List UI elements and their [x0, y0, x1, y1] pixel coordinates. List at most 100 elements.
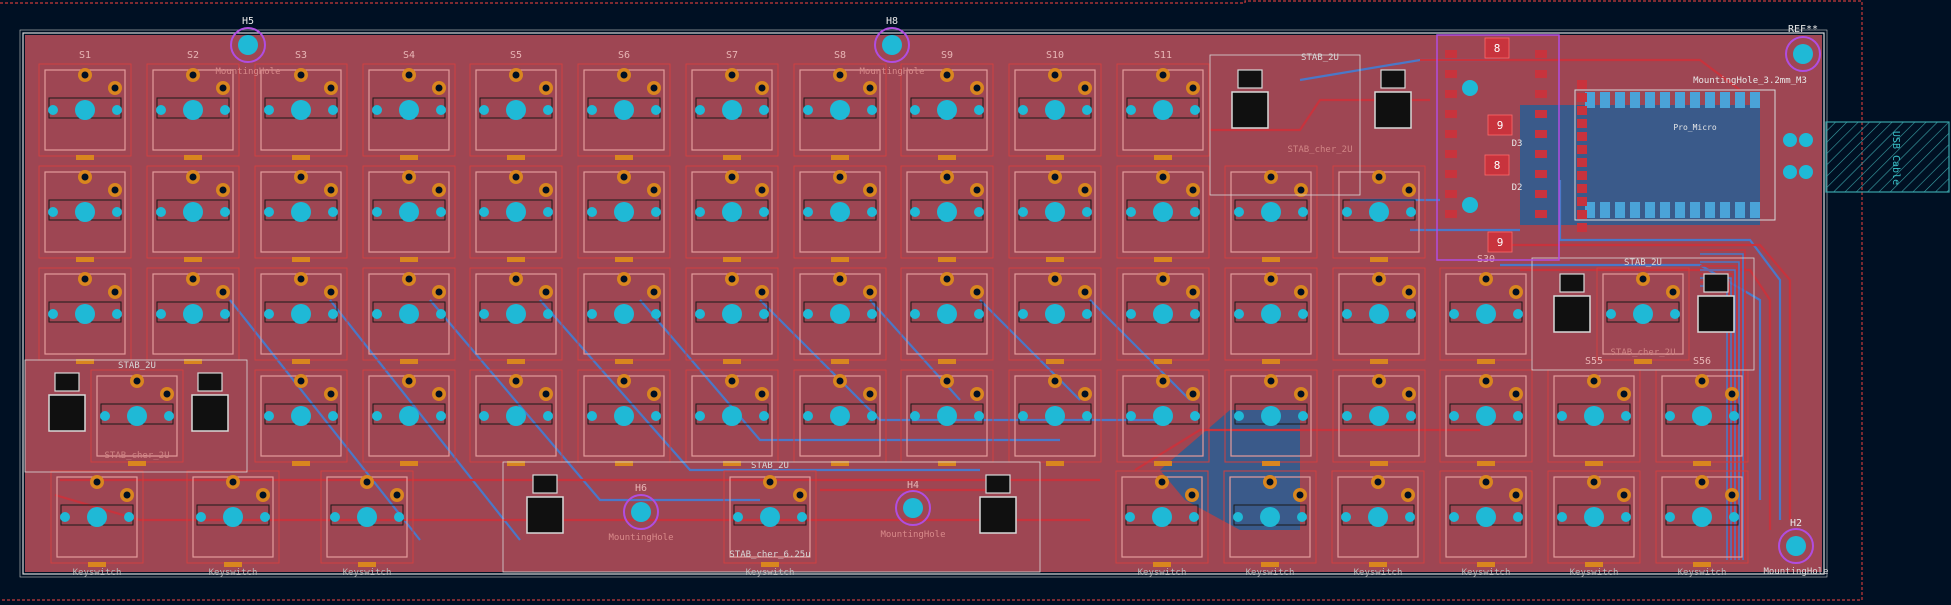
stabilizer-cutout[interactable]	[526, 474, 564, 534]
keyswitch-footprint[interactable]: S5	[469, 50, 563, 160]
keyswitch-footprint[interactable]	[1116, 267, 1210, 364]
stabilizer-cutout[interactable]	[1553, 273, 1591, 333]
keyswitch-footprint[interactable]	[1116, 165, 1210, 262]
keyswitch-footprint[interactable]: S11	[1116, 50, 1210, 160]
keyswitch-footprint[interactable]: S2	[146, 50, 240, 160]
diode-pad	[400, 359, 418, 364]
switch-peg-right	[1189, 512, 1199, 522]
keyswitch-footprint[interactable]: Keyswitch	[1115, 470, 1209, 578]
keyswitch-footprint[interactable]: Keyswitch	[1331, 470, 1425, 578]
keyswitch-footprint[interactable]	[254, 369, 348, 466]
switch-center-hole	[506, 202, 526, 222]
stabilizer-cutout[interactable]	[191, 372, 229, 432]
switch-pin-hole	[1081, 84, 1089, 92]
switch-pin-hole	[1297, 288, 1305, 296]
diode-pad	[76, 359, 94, 364]
keyswitch-footprint[interactable]	[362, 369, 456, 466]
keyswitch-footprint[interactable]: S3	[254, 50, 348, 160]
keyswitch-footprint[interactable]: S9	[900, 50, 994, 160]
mcu-pin-top	[1630, 92, 1640, 108]
keyswitch-footprint[interactable]	[577, 165, 671, 262]
keyswitch-footprint[interactable]	[362, 267, 456, 364]
keyswitch-footprint[interactable]	[1008, 165, 1102, 262]
keyswitch-footprint[interactable]	[362, 165, 456, 262]
keyswitch-footprint[interactable]	[1439, 369, 1533, 466]
keyswitch-footprint[interactable]: Keyswitch	[320, 470, 414, 578]
keyswitch-footprint[interactable]	[1008, 267, 1102, 364]
keyswitch-footprint[interactable]: Keyswitch	[1223, 470, 1317, 578]
hole-ref-label: H4	[907, 480, 919, 491]
mounting-hole-h4[interactable]: H4 MountingHole	[880, 480, 945, 540]
keyswitch-footprint[interactable]: S1	[38, 50, 132, 160]
keyswitch-footprint[interactable]	[38, 267, 132, 364]
keyswitch-footprint[interactable]	[1224, 369, 1318, 466]
keyswitch-footprint[interactable]: S55	[1547, 356, 1641, 466]
keyswitch-footprint[interactable]: Keyswitch	[1547, 470, 1641, 578]
diode-pad	[1154, 359, 1172, 364]
keyswitch-footprint[interactable]	[685, 267, 779, 364]
copper-trace	[1700, 261, 1740, 560]
keyswitch-footprint[interactable]	[793, 369, 887, 466]
keyswitch-footprint[interactable]	[469, 165, 563, 262]
switch-pin-hole	[1189, 84, 1197, 92]
keyswitch-footprint[interactable]	[254, 165, 348, 262]
stabilizer-cutout[interactable]	[1231, 69, 1269, 129]
keyswitch-footprint[interactable]	[254, 267, 348, 364]
keyswitch-footprint[interactable]: Keyswitch	[186, 470, 280, 578]
keyswitch-footprint[interactable]: Keyswitch	[50, 470, 144, 578]
keyswitch-footprint[interactable]	[1596, 267, 1690, 364]
keyswitch-footprint[interactable]	[469, 369, 563, 466]
usb-cable-outline[interactable]: USB Cable	[1825, 121, 1950, 193]
keyswitch-footprint[interactable]	[1224, 267, 1318, 364]
usb-cable-label: USB Cable	[1890, 131, 1901, 185]
keyswitch-footprint[interactable]	[577, 369, 671, 466]
keyswitch-footprint[interactable]	[1008, 369, 1102, 466]
keyswitch-footprint[interactable]	[793, 165, 887, 262]
keyswitch-footprint[interactable]	[469, 267, 563, 364]
switch-peg-right	[1406, 207, 1416, 217]
keyswitch-footprint[interactable]: S8	[793, 50, 887, 160]
mounting-hole-ref[interactable]: REF** MountingHole_3.2mm_M3	[1693, 24, 1821, 86]
keyswitch-footprint[interactable]	[1116, 369, 1210, 466]
keyswitch-footprint[interactable]: S4	[362, 50, 456, 160]
switch-pin-hole	[1620, 491, 1628, 499]
stabilizer-cutout[interactable]	[1697, 273, 1735, 333]
keyswitch-footprint[interactable]	[685, 165, 779, 262]
keyswitch-footprint[interactable]	[1332, 267, 1426, 364]
keyswitch-footprint[interactable]	[793, 267, 887, 364]
keyswitch-footprint[interactable]	[1332, 369, 1426, 466]
mounting-hole-h8[interactable]: H8 MountingHole	[859, 16, 924, 77]
switch-pin-hole	[512, 275, 520, 283]
keyswitch-footprint[interactable]	[146, 165, 240, 262]
switch-peg-right	[436, 207, 446, 217]
keyswitch-footprint[interactable]	[577, 267, 671, 364]
switch-pin-hole	[650, 186, 658, 194]
mounting-hole-h5[interactable]: H5 MountingHole	[215, 16, 280, 77]
keyswitch-footprint[interactable]: S10	[1008, 50, 1102, 160]
stabilizer-cutout[interactable]	[48, 372, 86, 432]
keyswitch-footprint[interactable]: Keyswitch	[1439, 470, 1533, 578]
keyswitch-footprint[interactable]	[146, 267, 240, 364]
keyswitch-footprint[interactable]: S56	[1655, 356, 1749, 466]
mounting-hole-h6[interactable]: H6 MountingHole	[608, 483, 673, 543]
stab-top-hole	[985, 474, 1011, 494]
keyswitch-footprint[interactable]	[1332, 165, 1426, 262]
switch-ref-label: S2	[187, 50, 199, 61]
keyswitch-footprint[interactable]	[1224, 165, 1318, 262]
keyswitch-footprint[interactable]: S7	[685, 50, 779, 160]
keyswitch-footprint[interactable]	[900, 165, 994, 262]
diode-pad	[831, 359, 849, 364]
keyswitch-footprint[interactable]: S6	[577, 50, 671, 160]
stabilizer-cutout[interactable]	[979, 474, 1017, 534]
switch-peg-right	[759, 105, 769, 115]
mounting-hole-h2[interactable]: H2 MountingHole	[1763, 518, 1828, 577]
keyswitch-footprint[interactable]: Keyswitch	[723, 470, 817, 578]
keyswitch-footprint[interactable]	[900, 267, 994, 364]
keyswitch-footprint[interactable]	[38, 165, 132, 262]
keyswitch-footprint[interactable]: Keyswitch	[1655, 470, 1749, 578]
keyswitch-footprint[interactable]	[90, 369, 184, 466]
stabilizer-cutout[interactable]	[1374, 69, 1412, 129]
diode-pad	[88, 562, 106, 567]
